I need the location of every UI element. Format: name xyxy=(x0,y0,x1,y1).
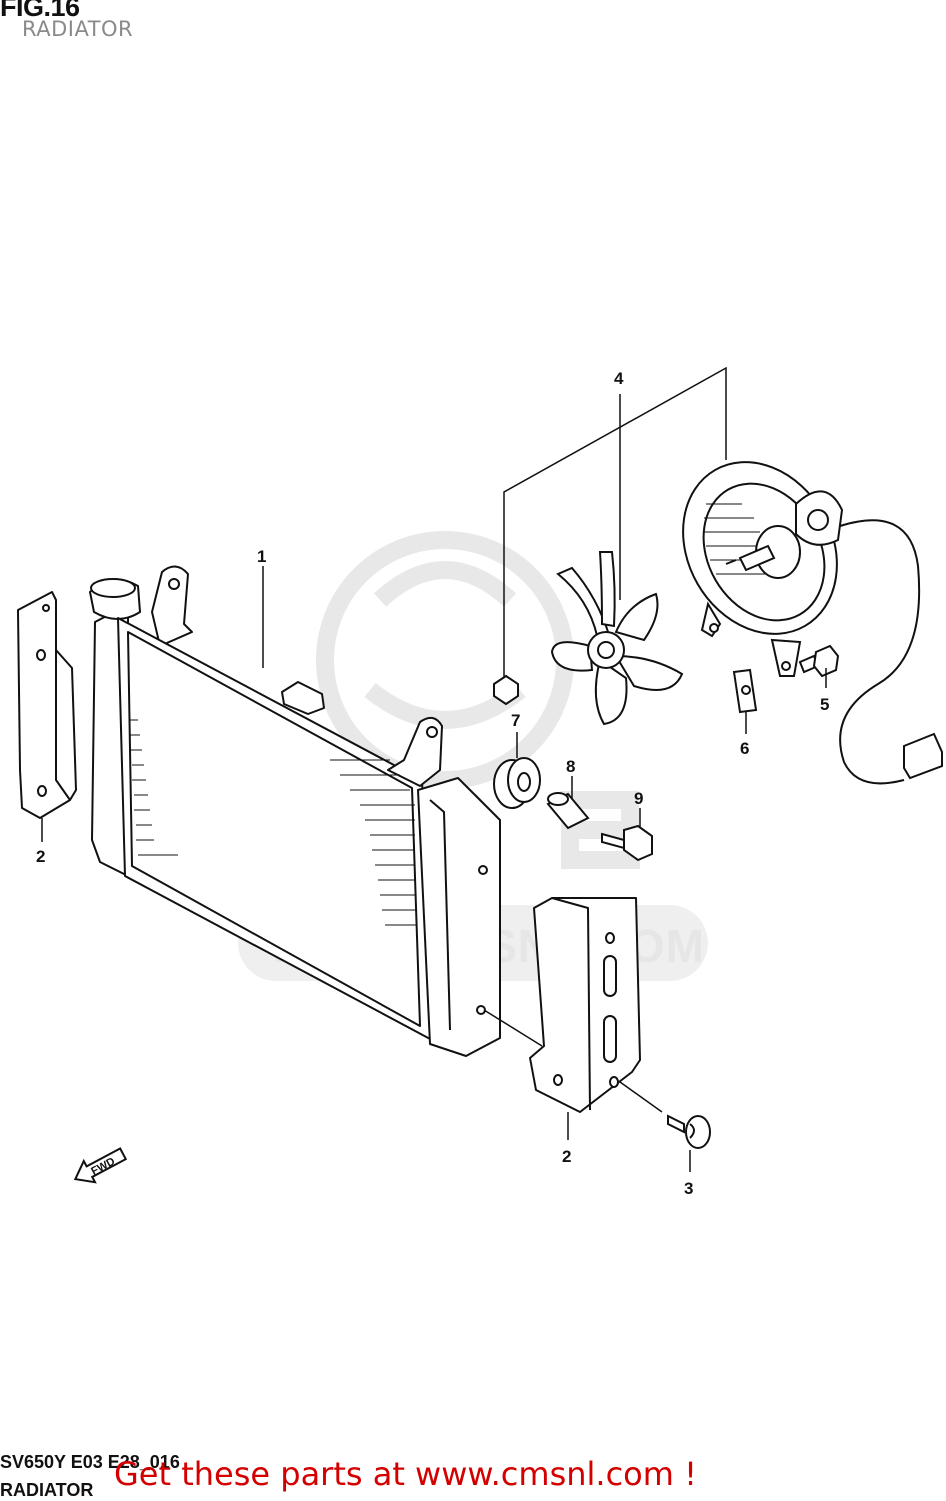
callout-6: 6 xyxy=(740,739,749,758)
callout-2-right: 2 xyxy=(562,1147,571,1166)
fan-shroud xyxy=(682,461,844,677)
callout-7: 7 xyxy=(511,711,520,730)
fan-wire xyxy=(839,519,921,785)
leader-screw-bracket xyxy=(619,1081,663,1113)
part-6-clip xyxy=(732,668,758,714)
leader-4 xyxy=(503,366,727,690)
callout-5: 5 xyxy=(820,695,829,714)
callout-2-left: 2 xyxy=(36,847,45,866)
fan-connector xyxy=(903,732,943,780)
callout-4: 4 xyxy=(614,369,624,388)
figure-title: FIG.16 xyxy=(0,0,80,22)
callout-1: 1 xyxy=(257,547,266,566)
radiator-fins xyxy=(130,719,417,926)
promo-banner[interactable]: Get these parts at www.cmsnl.com ! xyxy=(114,1455,697,1493)
fan-blade xyxy=(550,551,684,726)
leader-radiator-bracket xyxy=(483,1009,543,1047)
figure-subtitle: RADIATOR xyxy=(22,17,134,41)
bracket-left xyxy=(17,591,77,819)
plate-code: SV650Y E03 E28_016 xyxy=(0,1452,180,1472)
bracket-right xyxy=(529,897,641,1113)
part-5-bolt xyxy=(798,644,840,678)
part-7-grommet xyxy=(493,757,541,809)
part-8-collar xyxy=(546,792,590,830)
radiator xyxy=(89,565,501,1057)
plate-name: RADIATOR xyxy=(0,1480,94,1500)
fwd-label: FWD xyxy=(89,1155,117,1177)
fan-nut xyxy=(493,674,519,706)
callout-9: 9 xyxy=(634,789,643,808)
callout-3: 3 xyxy=(684,1179,693,1198)
callout-8: 8 xyxy=(566,757,575,776)
part-3-screw xyxy=(667,1114,711,1149)
part-9-bolt xyxy=(601,824,653,862)
forward-arrow-icon: FWD xyxy=(73,1147,128,1184)
